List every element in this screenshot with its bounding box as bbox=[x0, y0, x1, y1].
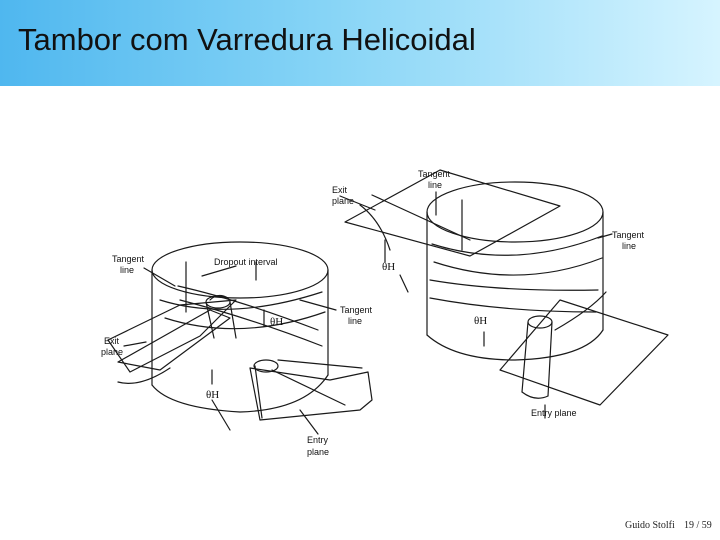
left-entry-plane bbox=[211, 359, 373, 431]
left-tangent-line-right-label-1: Tangent bbox=[340, 305, 373, 315]
right-exit-plane-label-1: Exit bbox=[332, 185, 348, 195]
left-pointers bbox=[123, 265, 337, 435]
left-entry-plane-label-2: plane bbox=[307, 447, 329, 457]
left-tangent-line-label-2: line bbox=[120, 265, 134, 275]
left-tangent-line-right-label-2: line bbox=[348, 316, 362, 326]
left-theta-h-label-2: θH bbox=[206, 389, 219, 401]
left-exit-plane bbox=[107, 294, 237, 384]
slide-title: Tambor com Varredura Helicoidal bbox=[18, 22, 476, 57]
left-theta-h-label-1: θH bbox=[270, 316, 283, 328]
left-drum bbox=[151, 241, 329, 413]
left-entry-plane-label-1: Entry bbox=[307, 435, 329, 445]
dropout-interval-label: Dropout interval bbox=[214, 257, 278, 267]
title-bar bbox=[0, 0, 720, 86]
right-drum bbox=[426, 181, 604, 361]
right-theta-h-label-2: θH bbox=[474, 315, 487, 327]
right-exit-plane-label-2: plane bbox=[332, 196, 354, 206]
footer-author: Guido Stolfi bbox=[625, 520, 675, 531]
right-theta-h-label-1: θH bbox=[382, 261, 395, 273]
right-pointers bbox=[339, 191, 613, 347]
right-tangent-line-right-label-1: Tangent bbox=[612, 230, 645, 240]
right-entry-plane bbox=[499, 291, 669, 419]
left-exit-plane-label-1: Exit bbox=[104, 336, 120, 346]
right-exit-plane bbox=[344, 169, 561, 263]
right-entry-plane-label: Entry plane bbox=[531, 408, 577, 418]
right-tangent-line-right-label-2: line bbox=[622, 241, 636, 251]
right-tangent-line-top-label-2: line bbox=[428, 180, 442, 190]
right-tangent-line-top-label-1: Tangent bbox=[418, 169, 451, 179]
left-exit-plane-label-2: plane bbox=[101, 347, 123, 357]
page-number: 19 / 59 bbox=[684, 520, 712, 531]
left-tangent-line-label-1: Tangent bbox=[112, 254, 145, 264]
